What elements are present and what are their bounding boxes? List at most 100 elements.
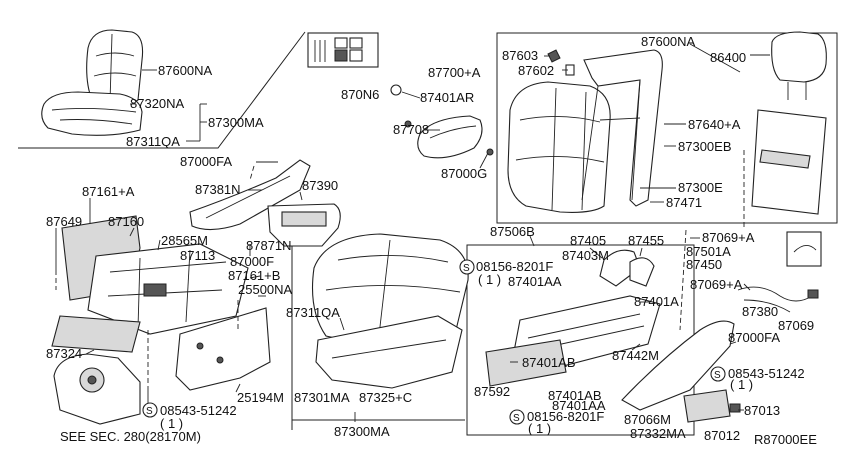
screw-symbol-left: S: [142, 402, 158, 418]
label-87069A-mid: 87069+A: [690, 277, 743, 292]
label-87300MA-bottom: 87300MA: [334, 424, 390, 439]
label-87000G: 87000G: [441, 166, 487, 181]
label-87332MA: 87332MA: [630, 426, 686, 441]
label-25500NA: 25500NA: [238, 282, 293, 297]
seat-pan: [315, 315, 463, 389]
label-87592: 87592: [474, 384, 510, 399]
label-87000FA-right: 87000FA: [728, 330, 780, 345]
label-87871N: 87871N: [246, 238, 292, 253]
label-87325C: 87325+C: [359, 390, 412, 405]
recliner-cover: [267, 203, 341, 247]
label-87603: 87603: [502, 48, 538, 63]
clip-87603: [547, 49, 561, 63]
label-87455: 87455: [628, 233, 664, 248]
recliner-lever: [599, 249, 655, 287]
label-87450: 87450: [686, 257, 722, 272]
label-87640A: 87640+A: [688, 117, 741, 132]
label-87708: 87708: [393, 122, 429, 137]
label-see-section: SEE SEC. 280(28170M): [60, 429, 201, 444]
label-87390: 87390: [302, 178, 338, 193]
wire-harness: [737, 231, 822, 313]
label-87442M: 87442M: [612, 348, 659, 363]
label-87000F: 87000F: [230, 254, 274, 269]
label-87301MA: 87301MA: [294, 390, 350, 405]
label-87405: 87405: [570, 233, 606, 248]
seatback-box: [496, 32, 838, 224]
lower-trim: [51, 315, 141, 353]
label-87311QA-center: 87311QA: [286, 305, 340, 320]
label-87069: 87069: [778, 318, 814, 333]
inset-frame: [18, 31, 306, 149]
label-87401AB-2: 87401AB: [548, 388, 602, 403]
label-87401AA-top: 87401AA: [508, 274, 562, 289]
screw-symbol-right: S: [710, 366, 726, 382]
label-qty-top: ( 1 ): [478, 272, 501, 287]
label-87066M: 87066M: [624, 412, 671, 427]
label-87013: 87013: [744, 403, 780, 418]
label-87069A-top: 87069+A: [702, 230, 755, 245]
label-86400: 86400: [710, 50, 746, 65]
label-87381N: 87381N: [195, 182, 241, 197]
label-87649: 87649: [46, 214, 82, 229]
diagram-code: R87000EE: [754, 432, 817, 447]
armrest: [404, 115, 494, 159]
label-87320NA: 87320NA: [130, 96, 185, 111]
label-87324: 87324: [46, 346, 82, 361]
label-25194M: 25194M: [237, 390, 284, 405]
label-87160: 87160: [108, 214, 144, 229]
side-shield: [175, 307, 271, 391]
dashed-guides: [55, 150, 745, 390]
label-87602: 87602: [518, 63, 554, 78]
label-87403M: 87403M: [562, 248, 609, 263]
label-87600NA-left: 87600NA: [158, 63, 213, 78]
label-87501A: 87501A: [686, 244, 731, 259]
label-87300MA-left: 87300MA: [208, 115, 264, 130]
label-87113: 87113: [180, 248, 215, 263]
label-87401AR: 87401AR: [420, 90, 474, 105]
label-87311QA-left: 87311QA: [126, 134, 180, 149]
svg-text:S: S: [463, 263, 470, 274]
label-qty-left: ( 1 ): [160, 416, 183, 431]
label-87401A: 87401A: [634, 294, 679, 309]
label-08543-right: 08543-51242: [728, 366, 805, 381]
motor-cover: [53, 353, 141, 425]
seatback-frame: [581, 49, 663, 207]
label-870N6: 870N6: [341, 87, 379, 102]
thumbnail-seat: [41, 29, 144, 136]
seatback-cushion: [507, 81, 611, 213]
label-08156-bottom: 08156-8201F: [527, 409, 604, 424]
label-87161B: 87161+B: [228, 268, 280, 283]
seatback-board: [751, 109, 827, 215]
headrest: [771, 31, 827, 100]
label-08543-left: 08543-51242: [160, 403, 237, 418]
label-87700A: 87700+A: [428, 65, 481, 80]
label-87600NA-right: 87600NA: [641, 34, 696, 49]
screw-symbol-top: S: [459, 259, 475, 275]
label-28565M: 28565M: [161, 233, 208, 248]
grommet-870N6: [390, 84, 402, 96]
seat-position-icon: [307, 32, 379, 68]
label-87380: 87380: [742, 304, 778, 319]
label-87300EB: 87300EB: [678, 139, 732, 154]
outer-side-shield: [621, 320, 735, 411]
screw-symbol-bottom: S: [509, 409, 525, 425]
seat-switch: [683, 389, 741, 423]
seat-track: [485, 295, 661, 387]
label-87300E: 87300E: [678, 180, 723, 195]
leader-lines: [55, 43, 770, 422]
svg-text:S: S: [146, 406, 153, 417]
svg-text:S: S: [513, 413, 520, 424]
label-87506B: 87506B: [490, 224, 535, 239]
label-qty-right: ( 1 ): [730, 377, 753, 392]
label-87161A: 87161+A: [82, 184, 135, 199]
label-08156-top: 08156-8201F: [476, 259, 553, 274]
label-87471: 87471: [666, 195, 702, 210]
seat-frame: [87, 243, 249, 335]
label-87012: 87012: [704, 428, 740, 443]
label-87401AA-bottom: 87401AA: [552, 398, 606, 413]
svg-text:S: S: [714, 370, 721, 381]
label-87401AB-1: 87401AB: [522, 355, 576, 370]
label-87000FA-top: 87000FA: [180, 154, 232, 169]
